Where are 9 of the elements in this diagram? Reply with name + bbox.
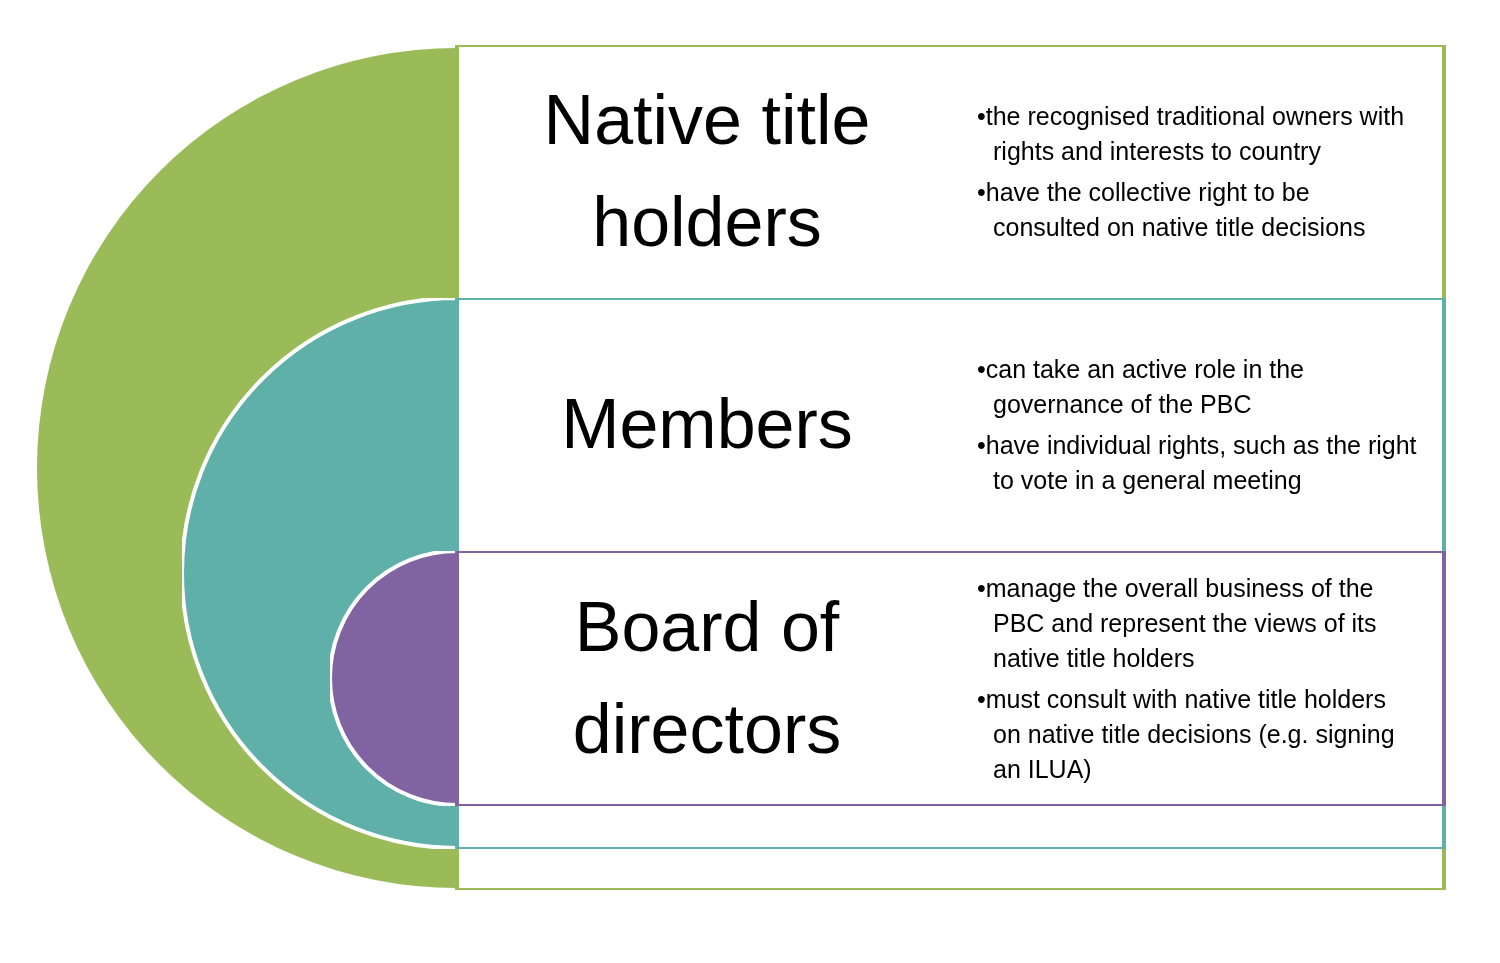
section-heading: Native title holders <box>542 80 872 263</box>
bullet-point: •manage the overall business of the PBC and represent the views of its native title holders <box>977 572 1378 674</box>
section-heading: Members <box>561 383 853 465</box>
bullet-point: •have the collective right to be consulted on native title decisions <box>977 176 1367 243</box>
bullet-point: •have individual rights, such as the right to vote in a general meeting <box>977 429 1417 496</box>
bullet-point: •must consult with native title holders on native title decisions (e.g. signing an ILUA) <box>977 683 1396 785</box>
bullet-point: •can take an active role in the governance of the PBC <box>977 353 1305 420</box>
bullet-point: •the recognised traditional owners with rights and interests to country <box>977 100 1406 167</box>
section-heading: Board of directors <box>571 587 843 770</box>
